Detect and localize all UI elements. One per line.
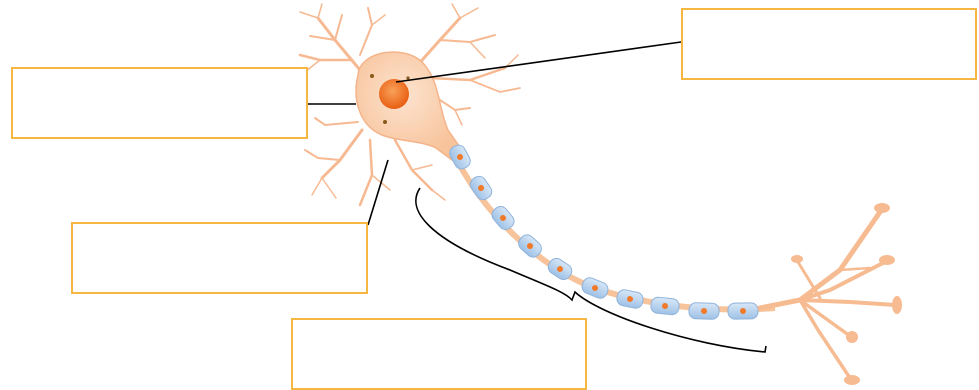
nucleus-label-box[interactable] <box>681 8 977 80</box>
nucleus <box>379 79 409 109</box>
myelin-sheath <box>447 143 758 320</box>
axon <box>452 150 775 309</box>
axon-terminals <box>760 212 895 378</box>
cell-body <box>356 52 462 160</box>
axon-label-box[interactable] <box>291 318 587 390</box>
dendrite-label-box[interactable] <box>71 222 368 294</box>
cell-body-label-box[interactable] <box>11 67 308 139</box>
